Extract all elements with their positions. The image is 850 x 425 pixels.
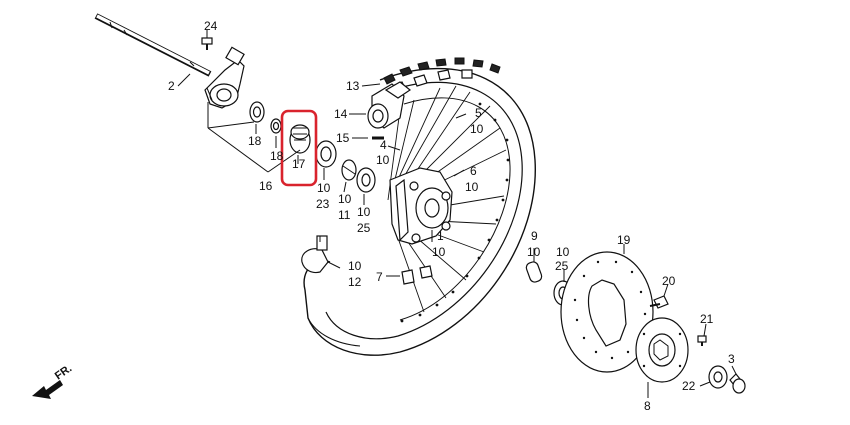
callout-7: 7 bbox=[376, 270, 383, 284]
callout-2: 2 bbox=[168, 79, 175, 93]
gear-retainer-17 bbox=[289, 124, 311, 154]
washer-18b bbox=[270, 118, 282, 134]
callout-9: 9 bbox=[531, 229, 538, 243]
highlight-box-17 bbox=[280, 109, 318, 187]
callout-5: 5 bbox=[475, 106, 482, 120]
bolt-24 bbox=[201, 37, 213, 50]
side-collar-3 bbox=[729, 373, 746, 394]
callout-25-b: 25 bbox=[555, 259, 569, 273]
brake-disc-19 bbox=[560, 251, 654, 373]
front-direction-arrow: FR. bbox=[32, 362, 74, 399]
callout-13: 13 bbox=[346, 79, 360, 93]
hub bbox=[389, 167, 453, 245]
callout-19: 19 bbox=[617, 233, 631, 247]
callout-20: 20 bbox=[662, 274, 676, 288]
callout-23: 23 bbox=[316, 197, 330, 211]
callout-22: 22 bbox=[682, 379, 696, 393]
bolt-21 bbox=[697, 335, 707, 346]
callout-10-f: 10 bbox=[465, 180, 479, 194]
tire bbox=[303, 57, 536, 356]
callout-14: 14 bbox=[334, 107, 348, 121]
speedometer-gearbox bbox=[204, 46, 245, 109]
callout-3: 3 bbox=[728, 352, 735, 366]
callout-11: 11 bbox=[338, 208, 351, 222]
callout-4: 4 bbox=[380, 138, 387, 152]
leader-lines bbox=[177, 30, 737, 398]
callout-17: 17 bbox=[292, 157, 306, 171]
callout-25-a: 25 bbox=[357, 221, 371, 235]
callout-10-e: 10 bbox=[470, 122, 484, 136]
callout-10-j: 10 bbox=[556, 245, 570, 259]
seal-22 bbox=[708, 365, 728, 389]
callout-10-g: 10 bbox=[432, 245, 446, 259]
distance-collar-11 bbox=[341, 159, 357, 181]
dust-seal-18a bbox=[249, 101, 265, 123]
callout-10-d: 10 bbox=[376, 153, 390, 167]
bearing-25a bbox=[356, 167, 376, 193]
callout-16: 16 bbox=[259, 179, 273, 193]
disc-hub-8 bbox=[635, 317, 689, 383]
tube-valve-12 bbox=[301, 235, 329, 274]
callouts: 24 2 18 18 16 17 10 23 10 11 10 25 13 14… bbox=[168, 19, 735, 413]
callout-10-a: 10 bbox=[317, 181, 331, 195]
valve-cap-7 bbox=[401, 265, 433, 285]
callout-1: 1 bbox=[437, 229, 444, 243]
collar-9 bbox=[525, 261, 543, 283]
callout-8: 8 bbox=[644, 399, 651, 413]
callout-15: 15 bbox=[336, 131, 350, 145]
front-direction-label: FR. bbox=[53, 362, 74, 382]
callout-6: 6 bbox=[470, 164, 477, 178]
callout-10-b: 10 bbox=[338, 192, 352, 206]
callout-24: 24 bbox=[204, 19, 218, 33]
speedometer-cable-tube bbox=[367, 81, 412, 129]
callout-10-h: 10 bbox=[348, 259, 362, 273]
callout-12: 12 bbox=[348, 275, 362, 289]
bearing-23 bbox=[315, 140, 337, 168]
bolt-20 bbox=[649, 295, 669, 309]
axle bbox=[94, 13, 212, 77]
callout-18-a: 18 bbox=[248, 134, 262, 148]
callout-10-c: 10 bbox=[357, 205, 371, 219]
callout-18-b: 18 bbox=[270, 149, 284, 163]
callout-10-i: 10 bbox=[527, 245, 541, 259]
callout-21: 21 bbox=[700, 312, 714, 326]
